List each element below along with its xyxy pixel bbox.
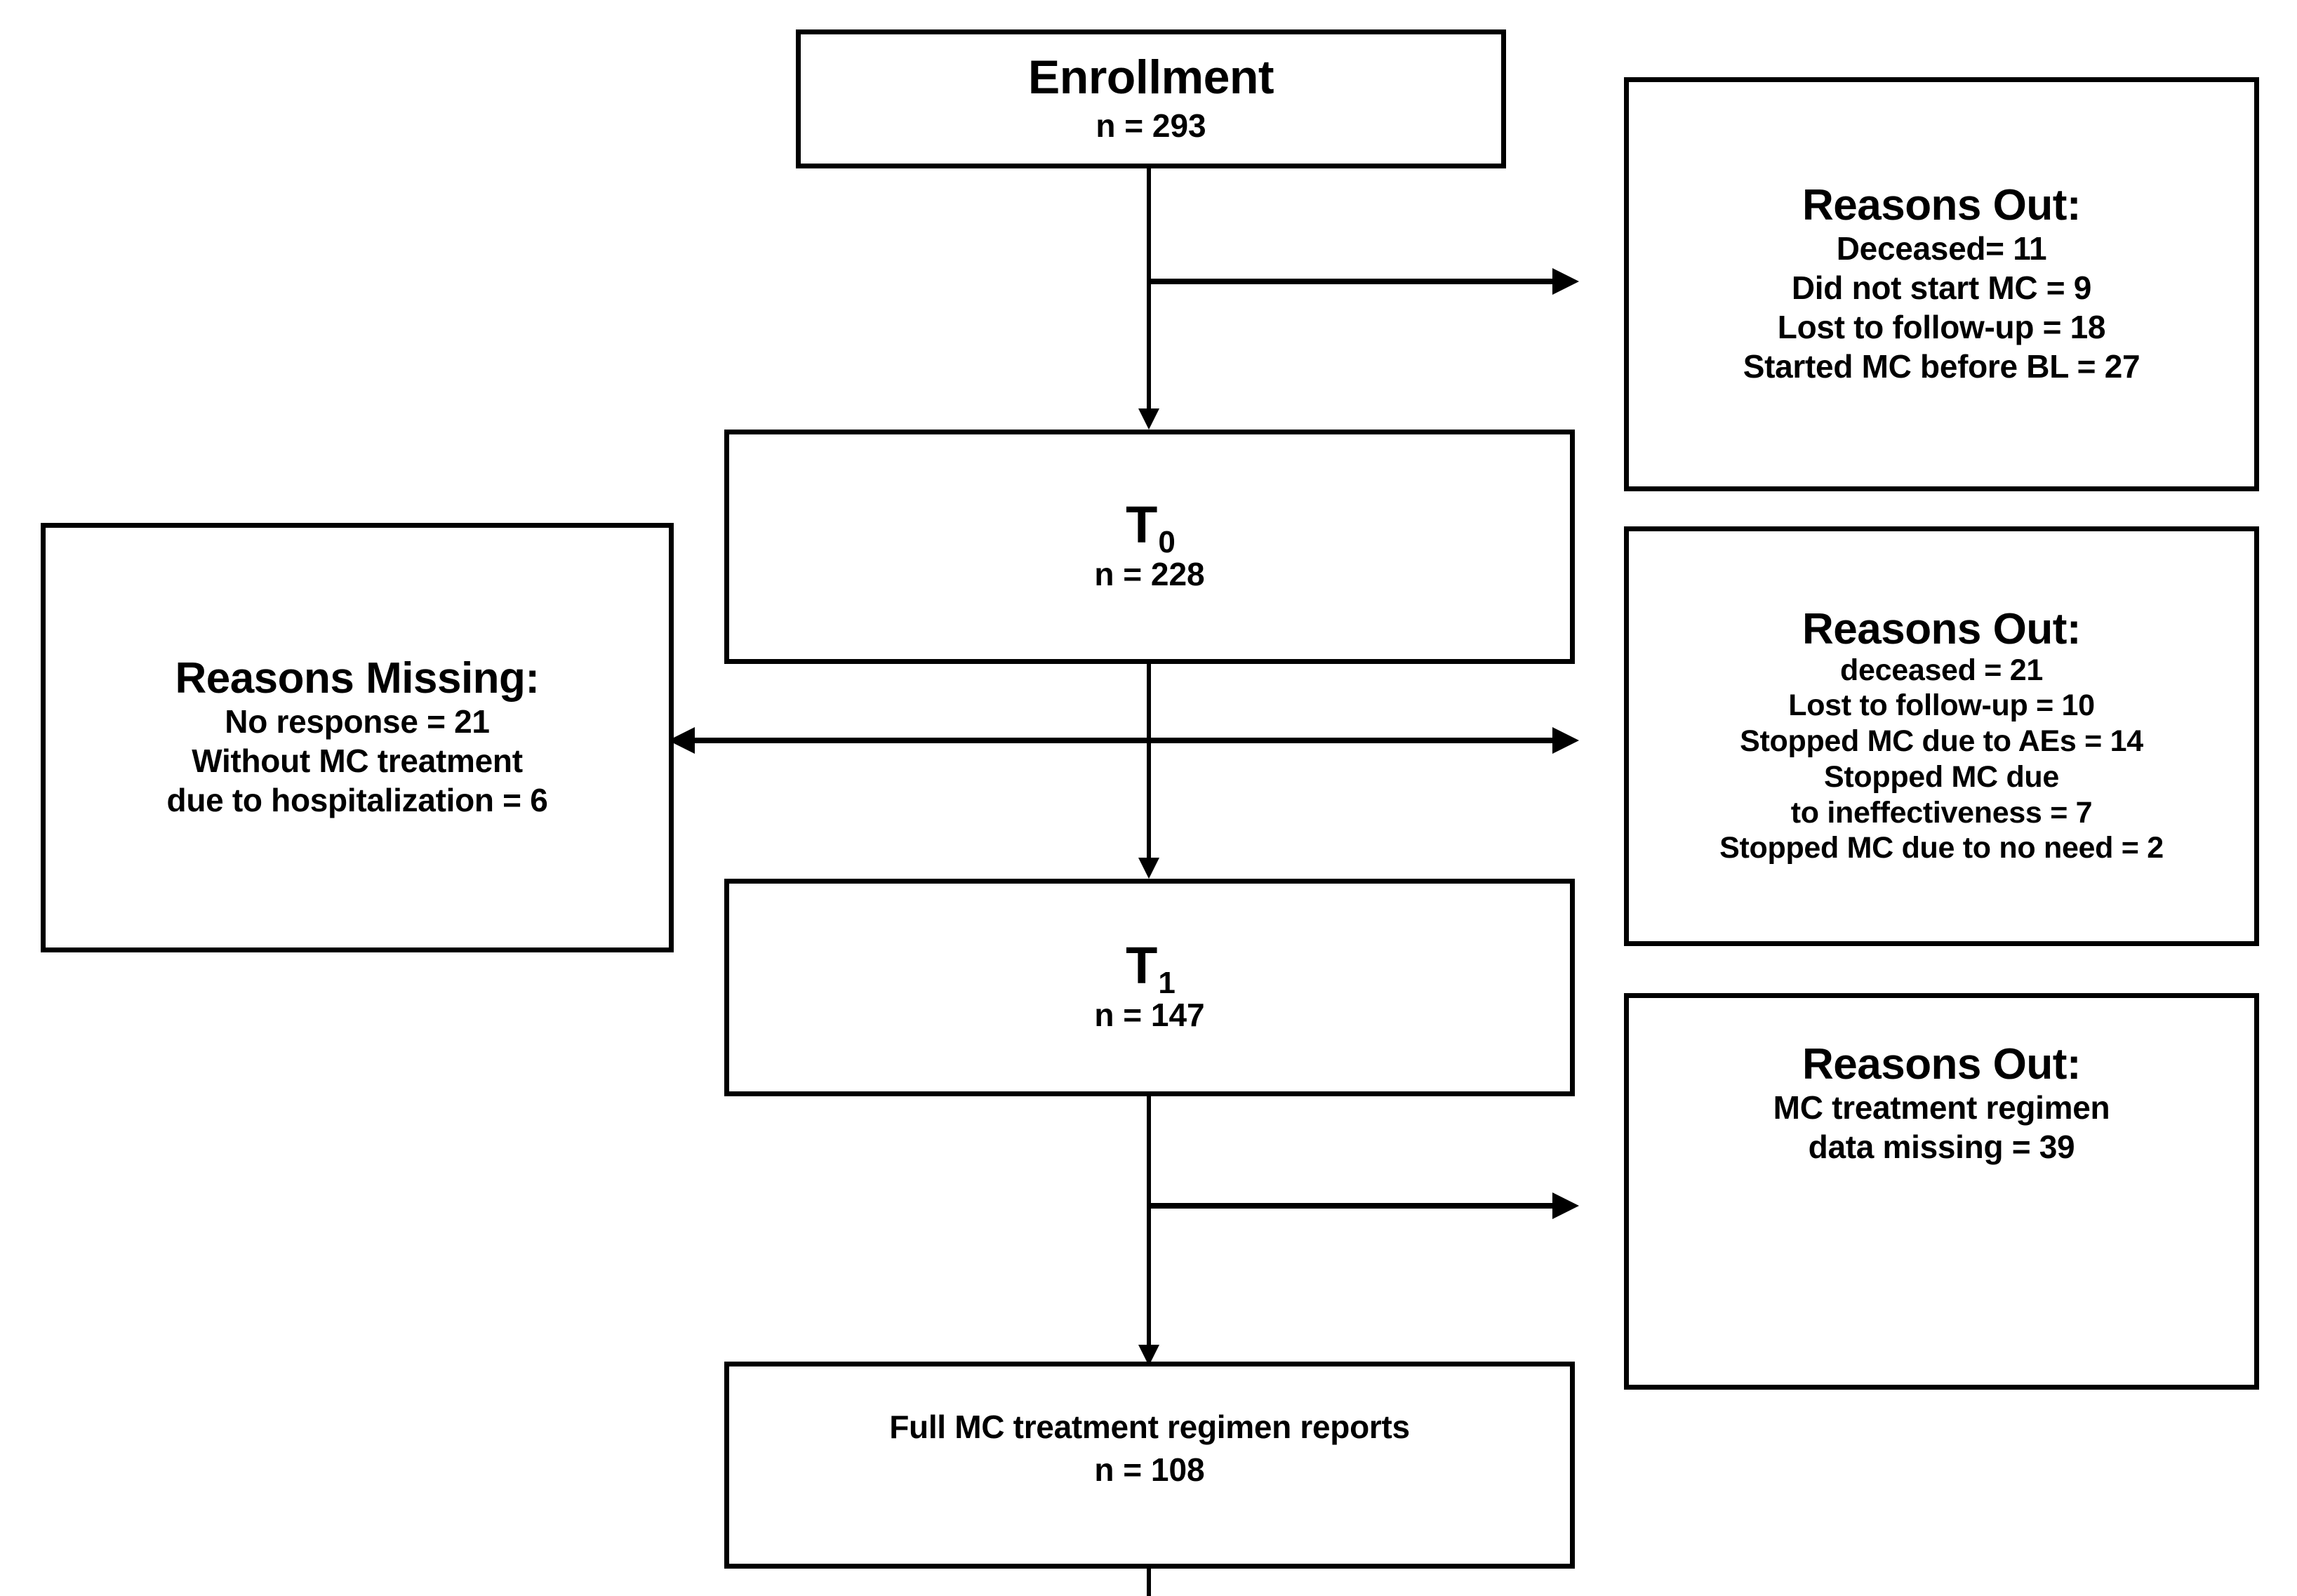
- node-reasons-out-3-heading: Reasons Out:: [1802, 1040, 2082, 1089]
- node-reasons-out-3[interactable]: Reasons Out: MC treatment regimen data m…: [1624, 993, 2259, 1390]
- node-enrollment-title: Enrollment: [1027, 51, 1274, 105]
- node-final-reports-content: Full MC treatment regimen reports n = 10…: [729, 1407, 1570, 1489]
- arrowhead-right-to-reasons-out-3: [1552, 1192, 1579, 1219]
- arrowhead-right-to-reasons-out-2: [1552, 727, 1579, 754]
- node-reasons-out-2-line-0: deceased = 21: [1840, 653, 2043, 687]
- node-reasons-out-1-line-0: Deceased= 11: [1836, 230, 2047, 267]
- node-reasons-out-1-heading: Reasons Out:: [1802, 180, 2082, 230]
- node-reasons-out-2-heading: Reasons Out:: [1802, 604, 2082, 653]
- node-reasons-missing-heading: Reasons Missing:: [175, 653, 540, 703]
- node-reasons-out-2-line-1: Lost to follow-up = 10: [1788, 689, 2095, 723]
- node-enrollment-content: Enrollment n = 293: [801, 52, 1501, 145]
- connector-t1-to-final: [1147, 1093, 1151, 1349]
- node-final-reports-title: Full MC treatment regimen reports: [889, 1409, 1410, 1445]
- node-t1-label-subscript: 1: [1158, 966, 1176, 1001]
- connector-enrollment-to-reasons-out-1: [1147, 279, 1561, 284]
- connector-reasons-missing-to-reasons-out-2: [691, 738, 1564, 743]
- connector-final-bottom-stub: [1147, 1565, 1151, 1596]
- node-reasons-missing[interactable]: Reasons Missing: No response = 21 Withou…: [41, 523, 674, 952]
- node-reasons-missing-line-2: due to hospitalization = 6: [166, 781, 548, 818]
- node-reasons-missing-line-0: No response = 21: [225, 703, 490, 740]
- node-t0-label: T0: [739, 496, 1560, 558]
- node-t0-count: n = 228: [1094, 556, 1205, 593]
- node-reasons-out-3-line-0: MC treatment regimen: [1773, 1089, 2110, 1126]
- node-t0-label-base: T: [1126, 496, 1157, 554]
- node-final-reports-count: n = 108: [1094, 1451, 1205, 1489]
- node-reasons-out-2-line-5: Stopped MC due to no need = 2: [1719, 831, 2164, 865]
- node-enrollment[interactable]: Enrollment n = 293: [796, 29, 1506, 168]
- node-t0-content: T0 n = 228: [729, 499, 1570, 594]
- node-reasons-out-1-content: Reasons Out: Deceased= 11 Did not start …: [1629, 182, 2254, 386]
- node-enrollment-count: n = 293: [1096, 107, 1206, 145]
- node-reasons-out-3-line-1: data missing = 39: [1808, 1128, 2075, 1165]
- node-t0[interactable]: T0 n = 228: [724, 430, 1575, 664]
- node-t0-label-subscript: 0: [1158, 525, 1176, 560]
- node-reasons-missing-line-1: Without MC treatment: [192, 742, 523, 779]
- connector-t1-to-reasons-out-3: [1147, 1203, 1561, 1209]
- arrowhead-down-to-t0: [1138, 408, 1159, 430]
- node-reasons-out-2-line-4: to ineffectiveness = 7: [1790, 795, 2093, 830]
- connector-t0-to-t1: [1147, 663, 1151, 863]
- node-t1-label: T1: [739, 940, 1560, 999]
- node-reasons-out-1[interactable]: Reasons Out: Deceased= 11 Did not start …: [1624, 77, 2259, 491]
- node-t1[interactable]: T1 n = 147: [724, 879, 1575, 1096]
- arrowhead-right-to-reasons-out-1: [1552, 268, 1579, 295]
- node-reasons-out-2[interactable]: Reasons Out: deceased = 21 Lost to follo…: [1624, 526, 2259, 946]
- node-reasons-out-3-content: Reasons Out: MC treatment regimen data m…: [1629, 1042, 2254, 1166]
- node-reasons-out-2-content: Reasons Out: deceased = 21 Lost to follo…: [1629, 606, 2254, 866]
- node-reasons-missing-content: Reasons Missing: No response = 21 Withou…: [46, 656, 669, 820]
- node-t1-label-base: T: [1126, 936, 1157, 995]
- node-reasons-out-2-line-2: Stopped MC due to AEs = 14: [1740, 724, 2143, 759]
- node-t1-count: n = 147: [1094, 997, 1205, 1034]
- arrowhead-down-to-t1: [1138, 858, 1159, 879]
- node-reasons-out-1-line-1: Did not start MC = 9: [1791, 269, 2092, 306]
- node-reasons-out-2-line-3: Stopped MC due: [1824, 759, 2059, 794]
- connector-enrollment-to-t0: [1147, 167, 1151, 413]
- node-t1-content: T1 n = 147: [729, 940, 1570, 1035]
- node-reasons-out-1-line-3: Started MC before BL = 27: [1743, 347, 2140, 385]
- node-reasons-out-1-line-2: Lost to follow-up = 18: [1777, 308, 2106, 345]
- node-final-reports[interactable]: Full MC treatment regimen reports n = 10…: [724, 1362, 1575, 1569]
